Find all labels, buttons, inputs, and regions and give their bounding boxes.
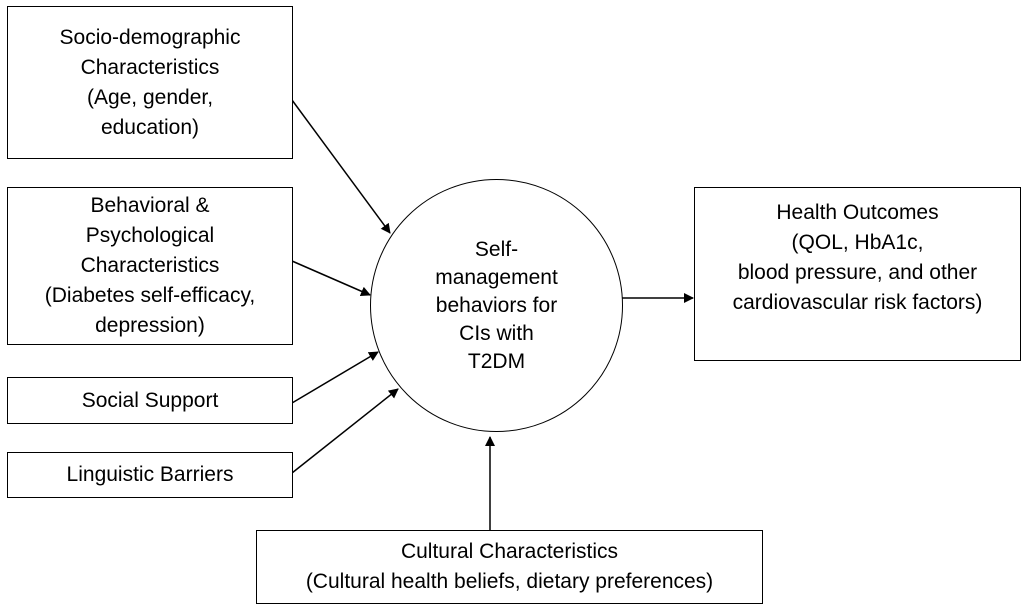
center-line-5: T2DM: [467, 349, 526, 373]
outcomes-line-1: Health Outcomes: [776, 201, 939, 224]
social-support-box: Social Support: [7, 377, 293, 424]
linguistic-barriers-box: Linguistic Barriers: [7, 452, 293, 498]
arrow-linguistic-to-center: [291, 388, 399, 474]
center-line-2: management: [435, 265, 558, 289]
outcomes-line-3: blood pressure, and other: [737, 261, 978, 284]
center-line-3: behaviors for: [435, 293, 558, 317]
self-management-circle: Self- management behaviors for CIs with …: [370, 179, 623, 432]
arrow-behavioral-to-center: [291, 260, 371, 296]
cultural-line-1: Cultural Characteristics: [400, 540, 619, 563]
socio-line-4: education): [100, 115, 200, 139]
outcomes-line-2: (QOL, HbA1c,: [791, 231, 924, 254]
linguistic-barriers-label: Linguistic Barriers: [66, 463, 234, 486]
arrow-socio-to-center: [291, 99, 391, 234]
cultural-characteristics-box: Cultural Characteristics (Cultural healt…: [256, 530, 763, 604]
behavioral-psychological-box: Behavioral & Psychological Characteristi…: [7, 187, 293, 345]
behavioral-line-4: (Diabetes self-efficacy,: [44, 284, 256, 307]
socio-demographic-box: Socio-demographic Characteristics (Age, …: [7, 6, 293, 159]
behavioral-line-5: depression): [95, 314, 205, 337]
behavioral-line-2: Psychological: [85, 224, 215, 247]
socio-line-2: Characteristics: [80, 55, 220, 79]
behavioral-line-3: Characteristics: [80, 254, 220, 277]
socio-line-1: Socio-demographic: [59, 25, 241, 49]
behavioral-line-1: Behavioral &: [90, 194, 210, 217]
outcomes-line-4: cardiovascular risk factors): [732, 291, 983, 314]
center-line-4: CIs with: [459, 321, 534, 345]
social-support-label: Social Support: [81, 388, 219, 412]
arrow-social-to-center: [291, 351, 379, 404]
health-outcomes-box: Health Outcomes (QOL, HbA1c, blood press…: [694, 187, 1021, 361]
center-line-1: Self-: [474, 237, 519, 261]
cultural-line-2: (Cultural health beliefs, dietary prefer…: [305, 570, 714, 593]
socio-line-3: (Age, gender,: [86, 85, 214, 109]
